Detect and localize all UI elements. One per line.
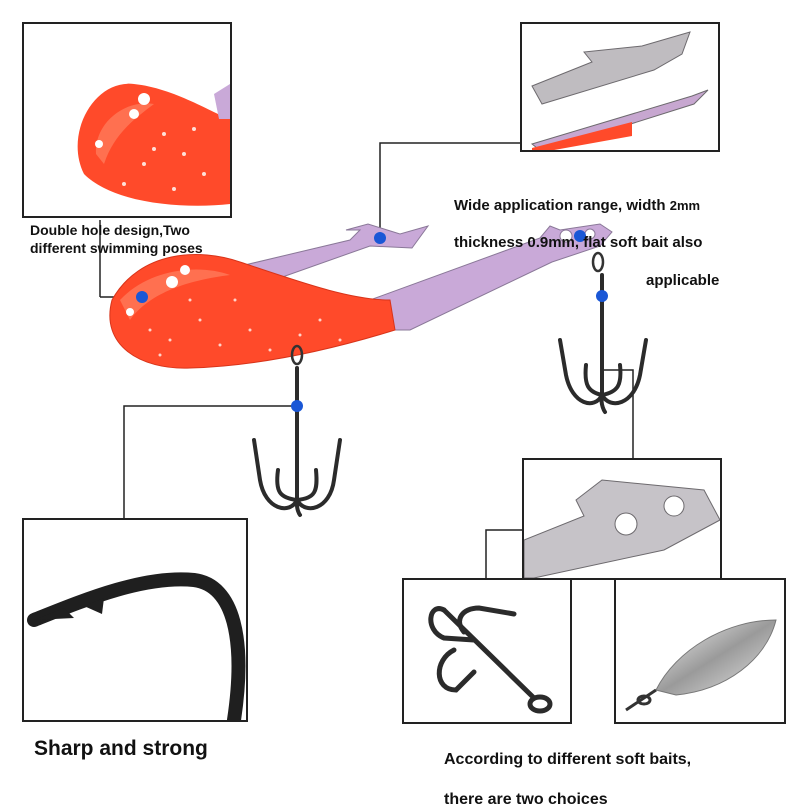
callout-dot-hook [291, 400, 303, 412]
caption-application-width: 2mm [669, 197, 701, 213]
callout-line-eye [601, 296, 634, 458]
lure-head-icon [77, 83, 230, 206]
lure-highlight [120, 269, 230, 320]
callout-line-shank [379, 142, 522, 238]
hook-point-icon [27, 572, 246, 720]
bait-keeper-icon [524, 479, 720, 578]
panel-shank-closeup [520, 22, 720, 152]
panel-spinner-blade [614, 578, 786, 724]
panel-hook-point [22, 518, 248, 722]
callout-dot-head [136, 291, 148, 303]
spinner-blade-icon [625, 619, 777, 712]
caption-application-line3: applicable [646, 271, 720, 289]
caption-application-line1: Wide application range, width [454, 196, 670, 214]
panel-lure-head [22, 22, 232, 218]
metal-shank [369, 223, 613, 331]
lure-speckles [148, 298, 342, 357]
split-ring-rear [591, 251, 605, 273]
callout-dot-shank [374, 232, 386, 244]
bait-keeper-icon [530, 31, 709, 150]
panel-double-hole [522, 458, 722, 580]
callout-dot-ring [596, 290, 608, 302]
callout-dot-eye [574, 230, 586, 242]
head-hole-1 [166, 276, 178, 288]
shank-hole-1 [559, 229, 573, 243]
callout-dots [136, 230, 608, 412]
panel-treble-hook [402, 578, 572, 724]
head-hole-3 [126, 308, 134, 316]
caption-choices-line1: According to different soft baits, [444, 751, 692, 768]
lure-body [109, 254, 396, 369]
callout-line-hook [123, 405, 297, 518]
callout-line-treble [485, 529, 522, 578]
caption-sharp-strong: Sharp and strong [34, 737, 208, 760]
caption-application-line2: thickness 0.9mm, flat soft bait also [454, 234, 703, 252]
caption-application-range: Wide application range, width 2mm thickn… [454, 178, 719, 291]
lure-assembly [109, 223, 648, 517]
caption-choices: According to different soft baits, there… [444, 730, 691, 810]
head-hole-2 [180, 265, 190, 275]
treble-hook-icon [252, 366, 342, 517]
caption-double-hole: Double hole design,Two different swimmin… [30, 222, 203, 256]
split-ring-front [290, 344, 304, 366]
treble-hook-icon [428, 605, 553, 714]
